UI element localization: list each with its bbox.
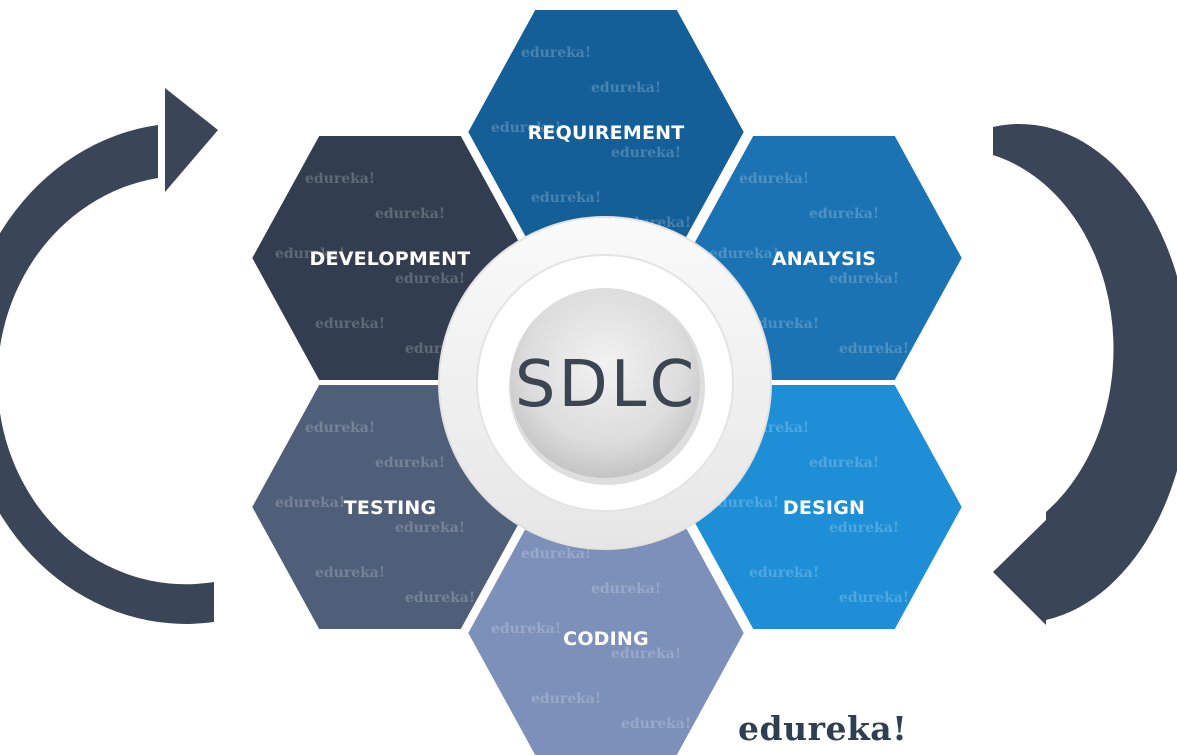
- watermark-text: edureka!: [749, 316, 819, 332]
- watermark-text: edureka!: [749, 565, 819, 581]
- hex-analysis-label: ANALYSIS: [772, 248, 876, 270]
- watermark-text: edureka!: [521, 45, 591, 61]
- hex-requirement: edureka! edureka! edureka! edureka! edureka!…: [464, 6, 748, 258]
- watermark-text: edureka!: [611, 646, 681, 662]
- watermark-text: edureka!: [709, 495, 779, 511]
- watermark-text: edureka!: [739, 171, 809, 187]
- watermark-text: edureka!: [395, 271, 465, 287]
- watermark-text: edureka!: [315, 565, 385, 581]
- hex-development-label: DEVELOPMENT: [310, 248, 471, 270]
- watermark-text: edureka!: [315, 316, 385, 332]
- watermark-text: edureka!: [531, 691, 601, 707]
- cycle-arrow-left-icon: [0, 88, 218, 624]
- watermark-text: edureka!: [829, 271, 899, 287]
- center-hub: SDLC: [438, 216, 772, 550]
- watermark-text: edureka!: [491, 120, 561, 136]
- watermark-text: edureka!: [375, 206, 445, 222]
- watermark-text: edureka!: [809, 455, 879, 471]
- watermark-text: edureka!: [305, 171, 375, 187]
- cycle-arrow-right-icon: [993, 123, 1177, 625]
- watermark-text: edureka!: [591, 581, 661, 597]
- watermark-text: edureka!: [839, 590, 909, 606]
- watermark-text: edureka!: [275, 246, 345, 262]
- watermark-text: edureka!: [809, 206, 879, 222]
- hex-requirement-label: REQUIREMENT: [528, 122, 685, 144]
- watermark-text: edureka!: [491, 621, 561, 637]
- watermark-text: edureka!: [709, 246, 779, 262]
- edureka-logo: edureka!: [738, 709, 908, 748]
- watermark-text: edureka!: [829, 520, 899, 536]
- hex-testing-label: TESTING: [344, 497, 437, 519]
- watermark-text: edureka!: [621, 716, 691, 732]
- watermark-text: edureka!: [611, 145, 681, 161]
- sdlc-center-label: SDLC: [515, 348, 697, 422]
- watermark-text: edureka!: [405, 590, 475, 606]
- watermark-text: edureka!: [591, 80, 661, 96]
- hex-design-label: DESIGN: [783, 497, 865, 519]
- hex-coding-label: CODING: [563, 628, 649, 650]
- watermark-text: edureka!: [375, 455, 445, 471]
- watermark-text: edureka!: [521, 546, 591, 562]
- watermark-text: edureka!: [395, 520, 465, 536]
- watermark-text: edureka!: [305, 420, 375, 436]
- watermark-text: edureka!: [275, 495, 345, 511]
- watermark-text: edureka!: [839, 341, 909, 357]
- watermark-text: edureka!: [531, 190, 601, 206]
